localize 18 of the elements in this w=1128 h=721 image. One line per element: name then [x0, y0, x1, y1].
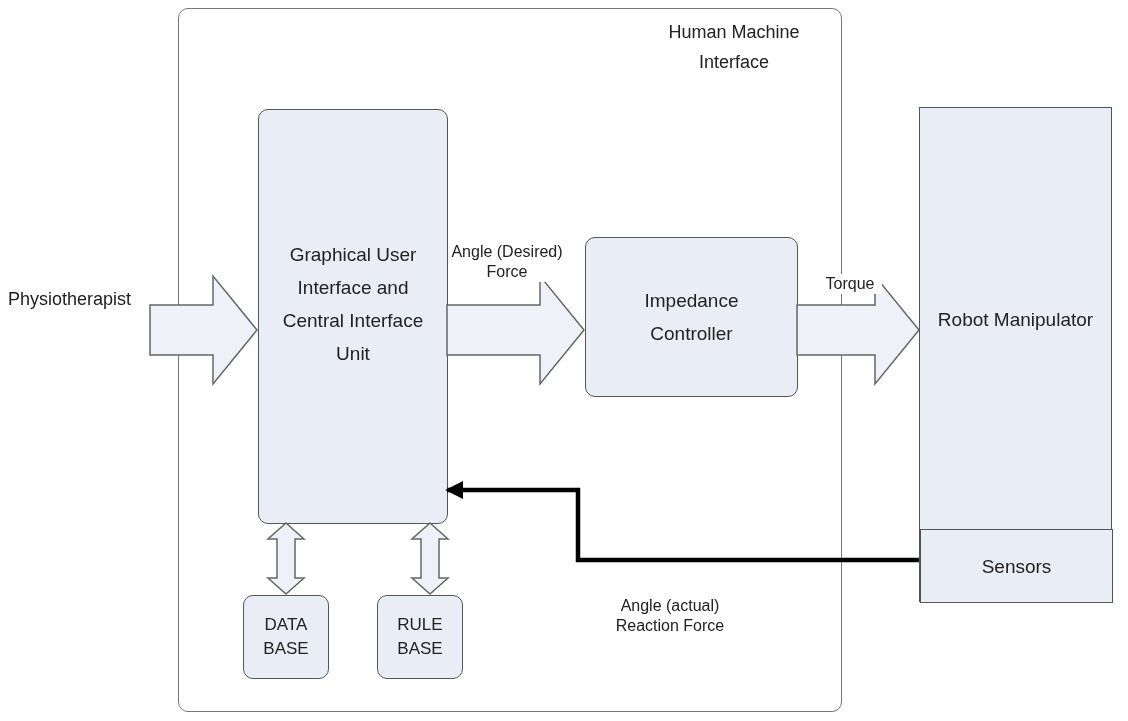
block-arrow [149, 273, 258, 387]
sensor-box [920, 529, 1113, 603]
node-label: Sensors [981, 554, 1052, 579]
node-label: Robot Manipulator [937, 308, 1094, 332]
storage-box [377, 595, 463, 679]
node-label: RULE BASE [396, 614, 444, 660]
process-box [258, 109, 448, 524]
node-label: Impedance Controller [643, 289, 740, 346]
boundary-title: Human Machine Interface [667, 21, 801, 74]
double-block-arrow [266, 522, 306, 595]
storage-box [243, 595, 329, 679]
process-box [585, 237, 798, 397]
node-label: DATA BASE [262, 614, 310, 660]
device-box [919, 107, 1112, 602]
node-label: Graphical User Interface and Central Interface Unit [281, 243, 425, 366]
feedback-arrow [445, 481, 919, 563]
node-label: Physiotherapist [8, 289, 132, 309]
double-block-arrow [410, 522, 450, 595]
